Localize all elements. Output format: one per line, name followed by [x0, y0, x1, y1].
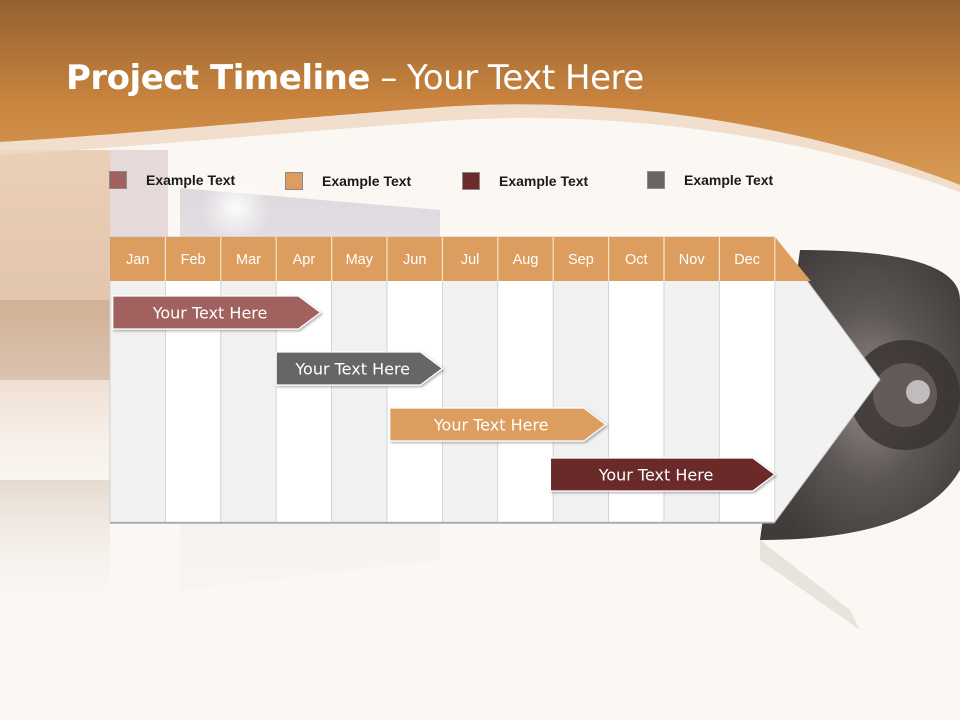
month-column — [220, 236, 277, 523]
month-column — [441, 236, 499, 523]
month-label: Mar — [236, 252, 261, 268]
month-label: Jul — [461, 252, 480, 268]
legend-label: Example Text — [146, 172, 236, 188]
task-bar[interactable]: Your Text Here — [275, 351, 444, 386]
task-bar[interactable]: Your Text Here — [112, 295, 322, 330]
task-arrow[interactable] — [389, 407, 607, 442]
task-label: Your Text Here — [152, 304, 268, 323]
month-label: Jun — [403, 252, 426, 268]
task-bar[interactable]: Your Text Here — [389, 407, 607, 442]
page-title: Project Timeline – Your Text Here — [66, 58, 644, 98]
task-label: Your Text Here — [294, 360, 410, 379]
month-labels: Jan Feb Mar Apr May Jun Jul Aug Sep Oct Nov Dec — [126, 252, 760, 268]
legend-label: Example Text — [499, 173, 589, 189]
task-label: Your Text Here — [598, 466, 714, 485]
month-label: Nov — [679, 252, 706, 268]
month-label: Jan — [126, 252, 149, 268]
legend-swatch — [109, 171, 127, 189]
title-bold: Project Timeline — [66, 58, 370, 98]
month-label: Apr — [293, 252, 316, 268]
month-label: Aug — [513, 252, 539, 268]
month-header-bar — [110, 237, 811, 281]
task-arrow[interactable] — [549, 457, 776, 492]
month-label: May — [346, 252, 374, 268]
legend-swatch — [285, 172, 303, 190]
task-arrow[interactable] — [275, 351, 444, 386]
title-rest: – Your Text Here — [369, 58, 644, 98]
month-label: Feb — [181, 252, 206, 268]
task-bar[interactable]: Your Text Here — [549, 457, 776, 492]
month-label: Oct — [625, 252, 648, 268]
legend-label: Example Text — [322, 173, 412, 189]
month-column — [497, 236, 554, 523]
legend-swatch — [462, 172, 480, 190]
task-label: Your Text Here — [433, 416, 549, 435]
legend-swatch — [647, 171, 665, 189]
legend-label: Example Text — [684, 172, 774, 188]
month-label: Dec — [734, 252, 760, 268]
month-column — [109, 236, 166, 523]
month-label: Sep — [568, 252, 594, 268]
task-arrow[interactable] — [112, 295, 322, 330]
